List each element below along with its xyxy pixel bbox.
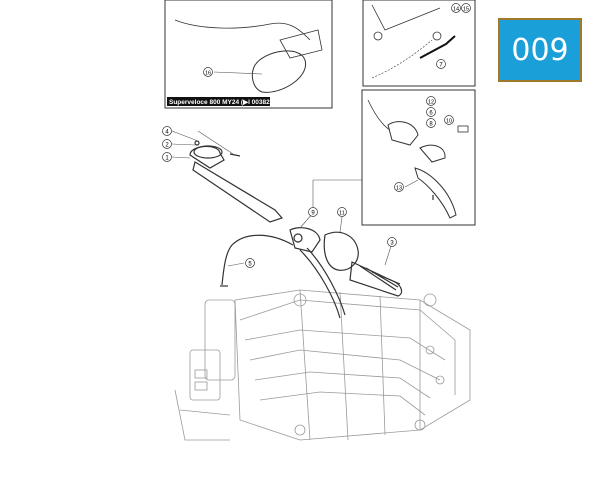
callout-3: 3: [387, 237, 397, 247]
svg-text:8: 8: [429, 122, 433, 128]
callout-16: 16: [203, 67, 213, 77]
callout-5: 5: [245, 258, 255, 268]
callout-2: 2: [162, 139, 172, 149]
callout-4: 4: [162, 126, 172, 136]
callout-8: 8: [426, 118, 436, 128]
svg-text:7: 7: [439, 63, 443, 69]
svg-text:3: 3: [390, 241, 394, 247]
svg-text:6: 6: [429, 111, 433, 117]
svg-text:9: 9: [311, 211, 315, 217]
svg-text:14: 14: [453, 7, 459, 13]
svg-text:5: 5: [248, 262, 252, 268]
svg-text:16: 16: [205, 71, 211, 77]
callout-12: 12: [426, 96, 436, 106]
frame-drawing: [174, 289, 471, 441]
page-number-badge: 009: [498, 18, 582, 82]
callout-9: 9: [308, 207, 318, 217]
inset-caption: Superveloce 800 MY24 (▶I 003828): [169, 99, 276, 106]
callout-11: 11: [337, 207, 347, 217]
callout-15: 15: [461, 3, 471, 13]
inset-top-right: [362, 0, 476, 87]
callout-14: 14: [451, 3, 461, 13]
svg-text:2: 2: [165, 143, 169, 149]
handlebar-assembly: [189, 140, 403, 319]
inset-right: [361, 89, 476, 226]
callout-6: 6: [426, 107, 436, 117]
svg-text:4: 4: [165, 130, 169, 136]
callout-13: 13: [394, 182, 404, 192]
leader-lines: [171, 130, 393, 267]
callout-10: 10: [444, 115, 454, 125]
callout-1: 1: [162, 152, 172, 162]
svg-text:15: 15: [463, 7, 469, 13]
svg-text:1: 1: [165, 156, 169, 162]
inset-top-left: [164, 0, 333, 109]
svg-text:11: 11: [339, 211, 345, 217]
callout-7: 7: [436, 59, 446, 69]
callout-markers: 1 2 3 4 5 6 7 8 9 10 11 12 13 14 15 16: [162, 3, 471, 268]
svg-text:12: 12: [428, 100, 434, 106]
svg-text:10: 10: [446, 119, 452, 125]
svg-text:13: 13: [396, 186, 402, 192]
